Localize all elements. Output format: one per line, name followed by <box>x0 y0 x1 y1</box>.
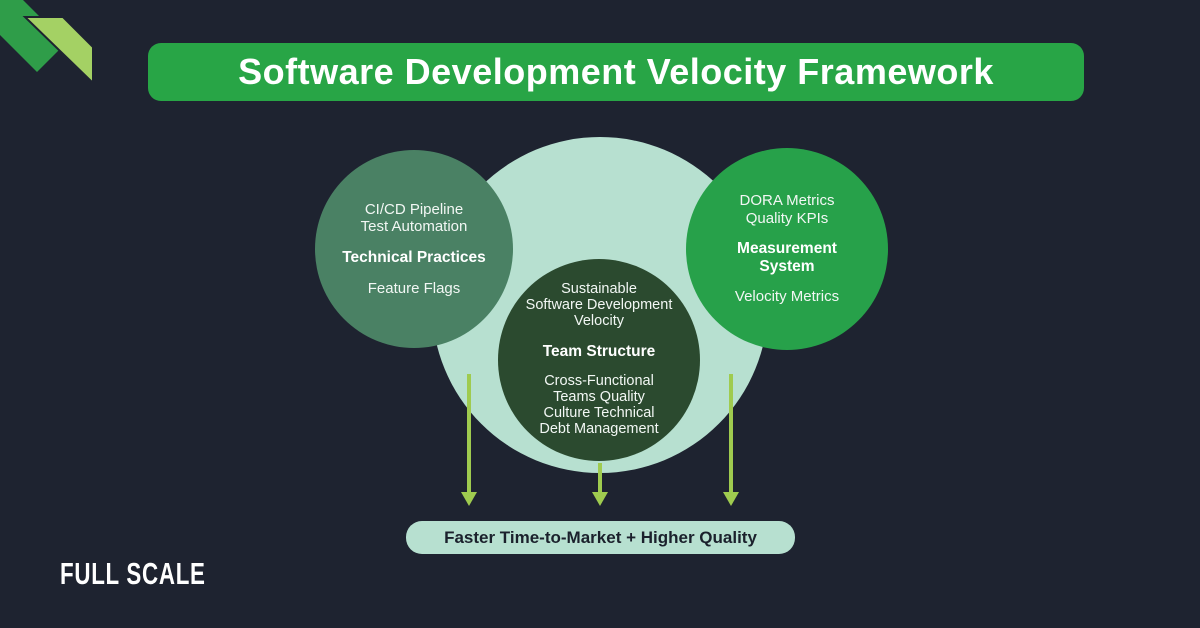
center-circle-line: Velocity <box>574 313 624 330</box>
left-circle-line: CI/CD Pipeline <box>364 201 464 219</box>
center-circle-line: Software Development <box>525 297 673 314</box>
arrow-shaft <box>729 374 733 492</box>
left-circle-heading: Technical Practices <box>342 248 486 266</box>
center-circle-line: Cross-Functional <box>544 372 654 389</box>
center-circle-line: Debt Management <box>539 420 659 437</box>
arrow-head <box>461 492 477 506</box>
corner-ribbon-light <box>22 16 94 86</box>
center-circle-line: Culture Technical <box>543 404 655 421</box>
outcome-banner: Faster Time-to-Market + Higher Quality <box>406 521 795 554</box>
arrow-shaft <box>467 374 471 492</box>
outcome-label: Faster Time-to-Market + Higher Quality <box>444 527 757 547</box>
left-circle-line: Test Automation <box>360 218 468 236</box>
right-circle-heading: System <box>759 257 815 275</box>
right-circle-line: Velocity Metrics <box>734 288 840 306</box>
full-scale-logo: FULL SCALE <box>60 556 206 591</box>
center-circle-heading: Team Structure <box>542 343 656 361</box>
technical-practices-text: CI/CD Pipeline Test Automation Technical… <box>315 150 513 348</box>
page-title: Software Development Velocity Framework <box>238 51 994 92</box>
measurement-system-text: DORA Metrics Quality KPIs Measurement Sy… <box>686 148 888 350</box>
corner-ribbon-decoration <box>0 0 94 86</box>
team-structure-circle: Sustainable Software Development Velocit… <box>498 259 700 461</box>
arrow-head <box>723 492 739 506</box>
corner-ribbon-dark <box>0 0 66 72</box>
center-circle-line: Teams Quality <box>553 388 645 405</box>
down-arrow-right-icon <box>723 374 739 506</box>
technical-practices-circle: CI/CD Pipeline Test Automation Technical… <box>315 150 513 348</box>
title-banner: Software Development Velocity Framework <box>148 43 1084 101</box>
center-circle-line: Sustainable <box>561 281 637 298</box>
down-arrow-left-icon <box>461 374 477 506</box>
arrow-shaft <box>598 463 602 492</box>
team-structure-text: Sustainable Software Development Velocit… <box>498 259 700 461</box>
left-circle-line: Feature Flags <box>367 279 461 297</box>
right-circle-heading: Measurement <box>737 239 837 257</box>
arrow-head <box>592 492 608 506</box>
down-arrow-center-icon <box>592 463 608 506</box>
right-circle-line: DORA Metrics <box>739 192 835 210</box>
measurement-system-circle: DORA Metrics Quality KPIs Measurement Sy… <box>686 148 888 350</box>
right-circle-line: Quality KPIs <box>745 209 829 227</box>
